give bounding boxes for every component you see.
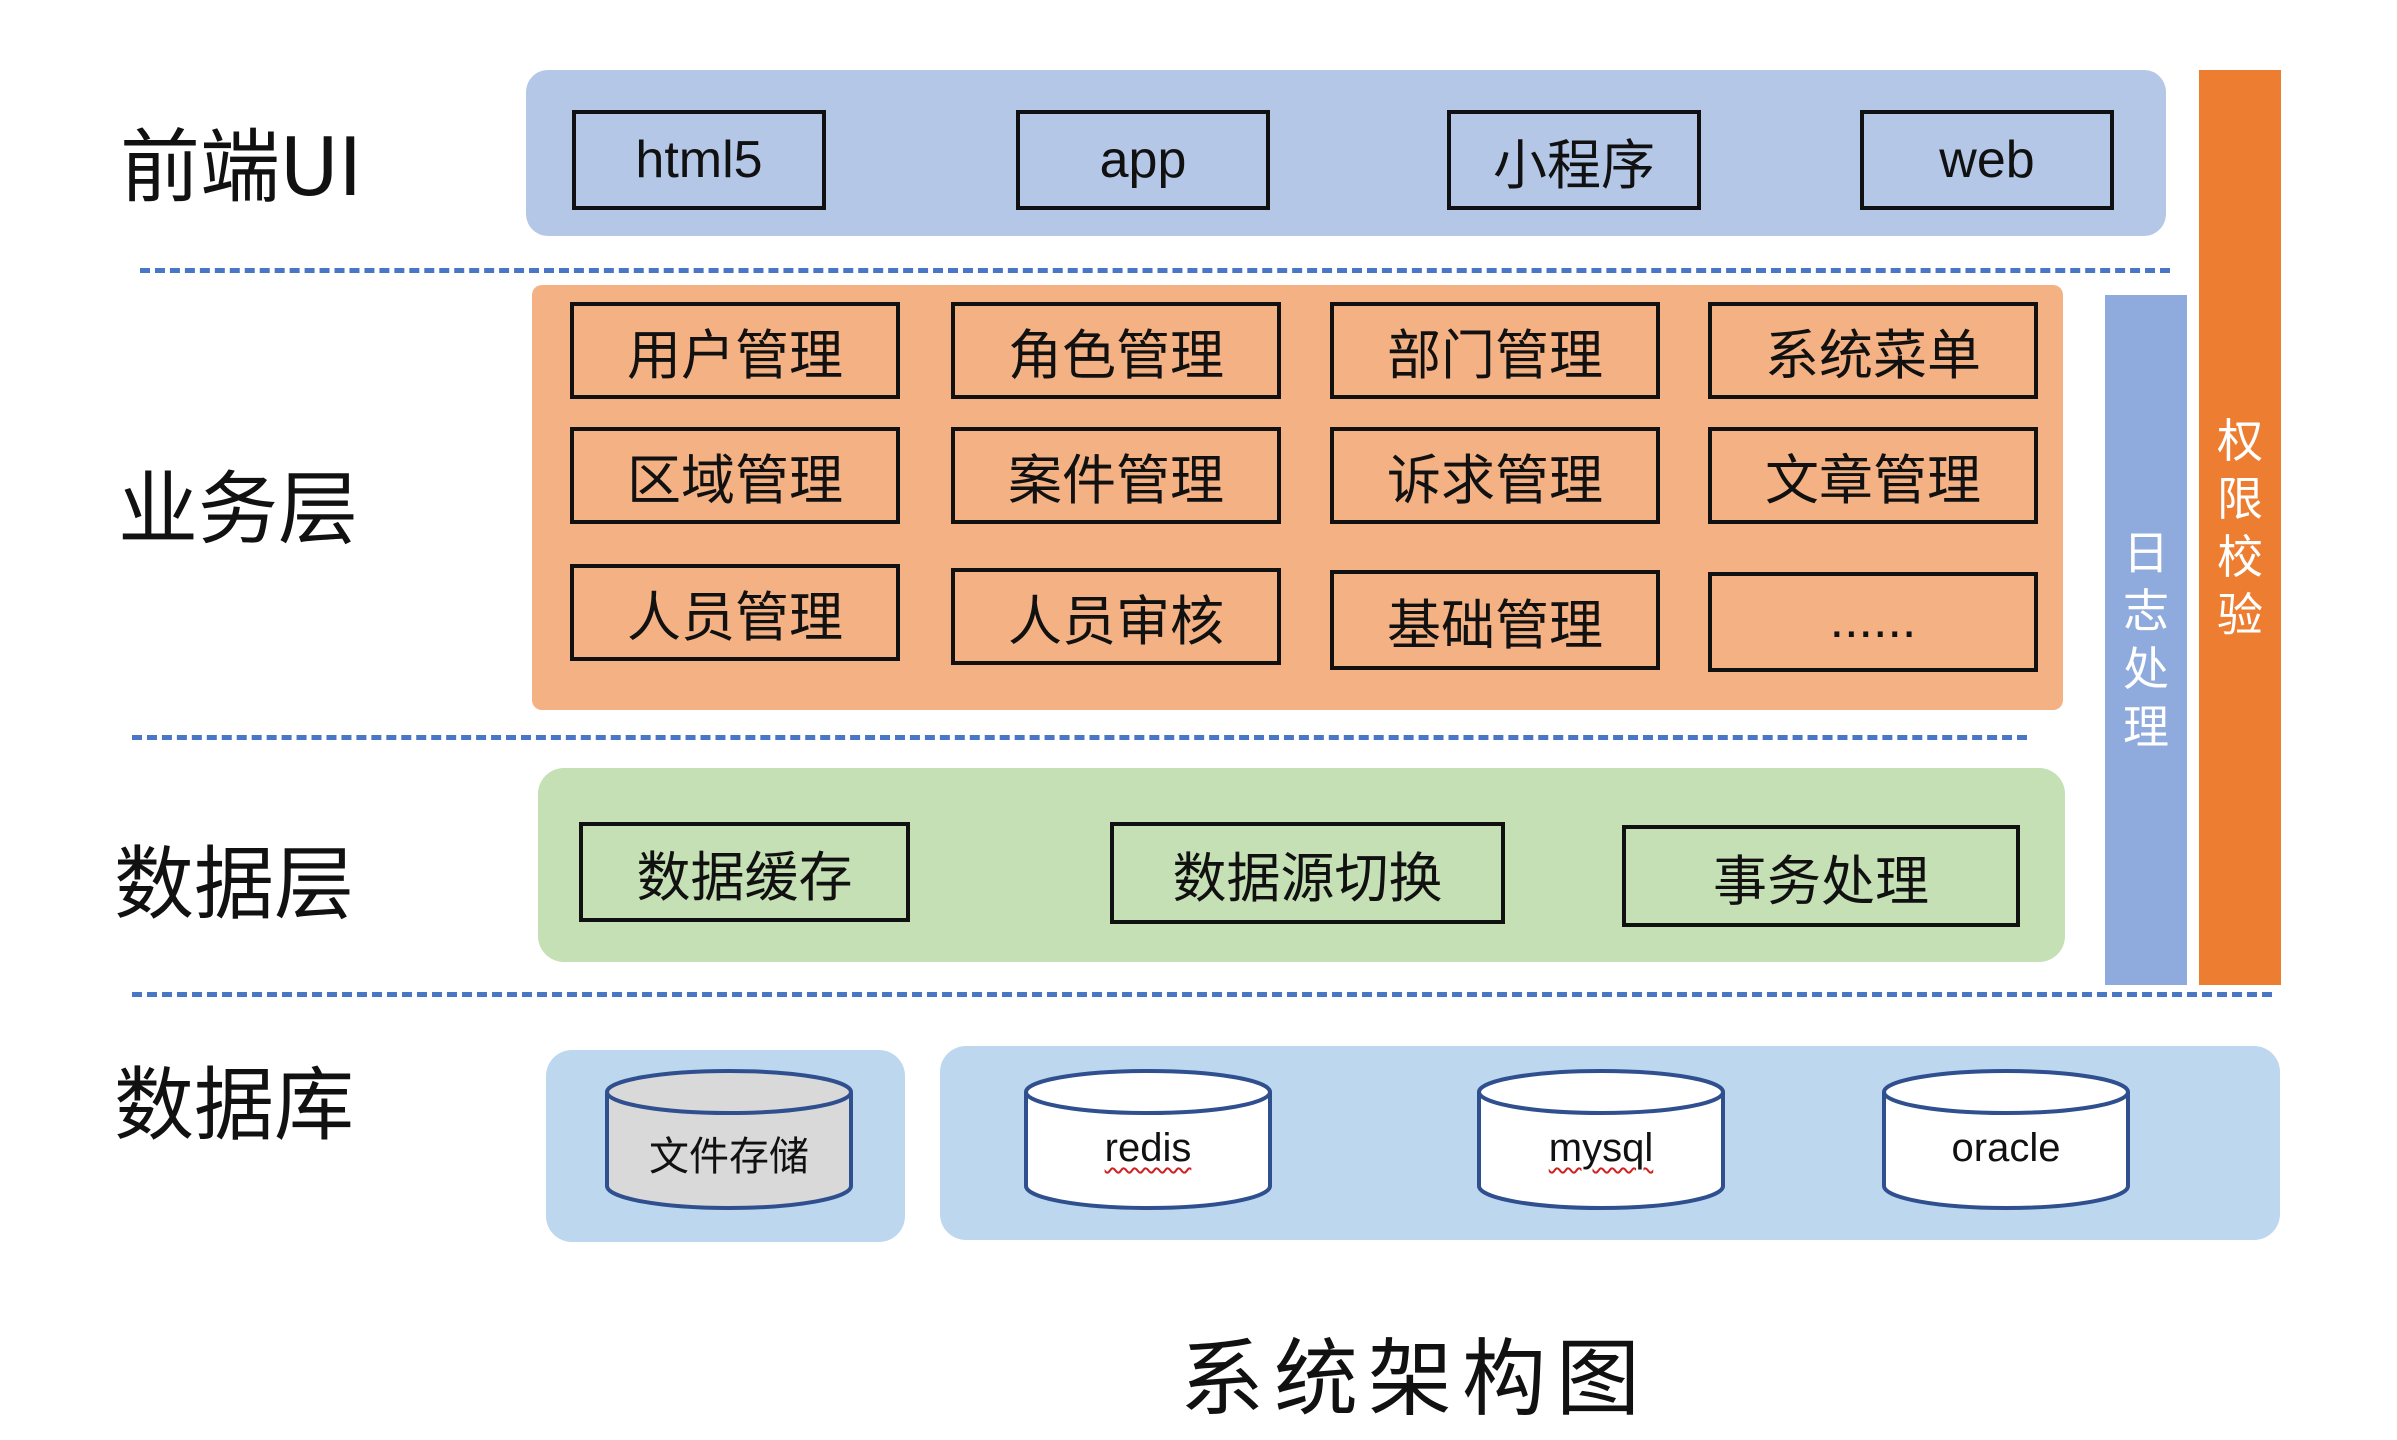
frontend-item-web: web [1860,110,2114,210]
layer-label-business: 业务层 [118,463,358,556]
diagram-caption: 系统架构图 [1180,1330,1651,1428]
mysql-cylinder: mysql [1476,1068,1726,1210]
auth-bar-char-3: 校 [2217,529,2263,584]
data-item-cache: 数据缓存 [579,822,910,922]
frontend-item-html5: html5 [572,110,826,210]
log-processing-bar: 日 志 处 理 [2105,295,2187,985]
auth-check-bar: 权 限 校 验 [2199,70,2281,985]
business-band [532,285,2063,710]
data-item-datasource-switch: 数据源切换 [1110,822,1505,924]
frontend-item-app: app [1016,110,1270,210]
file-storage-cylinder: 文件存储 [604,1068,854,1210]
layer-label-data: 数据层 [114,838,354,931]
business-item-article-management: 文章管理 [1708,427,2038,524]
business-item-case-management: 案件管理 [951,427,1281,524]
cylinder-shape [1882,1069,2130,1210]
cylinder-shape [1477,1069,1725,1210]
business-item-basic-management: 基础管理 [1330,570,1660,670]
separator-data-database [132,992,2272,997]
oracle-cylinder: oracle [1881,1068,2131,1210]
oracle-label: oracle [1951,1126,2061,1170]
business-item-region-management: 区域管理 [570,427,900,524]
separator-business-data [132,735,2027,740]
business-item-system-menu: 系统菜单 [1708,302,2038,399]
auth-bar-char-4: 验 [2217,587,2263,642]
redis-cylinder: redis [1023,1068,1273,1210]
log-bar-char-2: 志 [2123,584,2169,638]
layer-label-database: 数据库 [114,1059,354,1152]
log-bar-char-1: 日 [2123,526,2169,580]
log-bar-char-4: 理 [2123,700,2169,754]
auth-bar-char-1: 权 [2217,413,2263,468]
business-item-appeal-management: 诉求管理 [1330,427,1660,524]
business-item-personnel-review: 人员审核 [951,568,1281,665]
log-bar-char-3: 处 [2123,642,2169,696]
cylinder-shape [605,1069,853,1210]
file-storage-label: 文件存储 [649,1134,809,1180]
auth-bar-char-2: 限 [2217,471,2263,526]
mysql-label: mysql [1548,1126,1654,1170]
data-item-transaction: 事务处理 [1622,825,2020,927]
business-item-user-management: 用户管理 [570,302,900,399]
data-band [538,768,2065,962]
business-item-department-management: 部门管理 [1330,302,1660,399]
business-item-ellipsis: ...... [1708,572,2038,672]
frontend-item-miniprogram: 小程序 [1447,110,1701,210]
separator-frontend-business [140,268,2170,273]
redis-label: redis [1104,1126,1192,1170]
business-item-role-management: 角色管理 [951,302,1281,399]
cylinder-shape [1024,1069,1272,1210]
business-item-personnel-management: 人员管理 [570,564,900,661]
layer-label-frontend: 前端UI [120,121,363,214]
